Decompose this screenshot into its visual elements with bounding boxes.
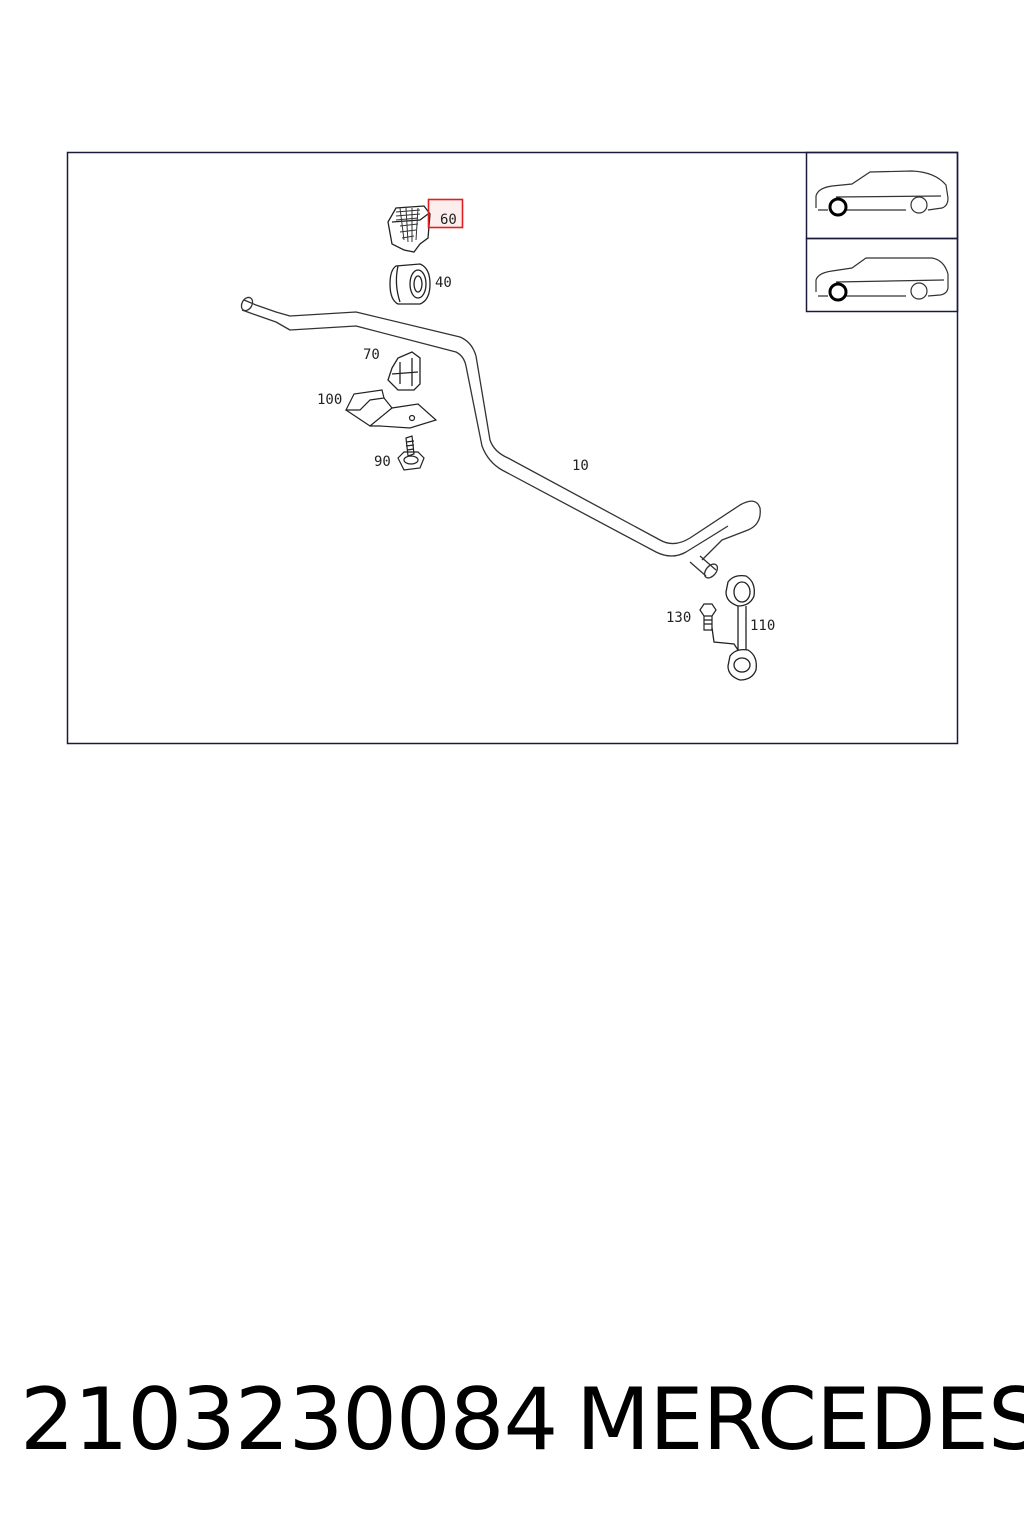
bushing-clamp-part[interactable] xyxy=(387,205,431,253)
rubber-bushing-part[interactable] xyxy=(389,263,431,305)
stabilizer-bar[interactable] xyxy=(239,295,761,580)
estate-icon[interactable] xyxy=(815,257,949,300)
bracket-part[interactable] xyxy=(345,389,438,429)
part-footer: 2103230084 MERCEDES xyxy=(0,1365,1024,1475)
callout-40[interactable]: 40 xyxy=(435,275,452,291)
parts-diagram: 10 40 70 100 90 130 110 60 xyxy=(66,151,959,745)
callout-130[interactable]: 130 xyxy=(666,610,691,626)
callout-10[interactable]: 10 xyxy=(572,458,589,474)
coupling-link-part[interactable] xyxy=(711,574,757,681)
highlight-box xyxy=(427,198,464,229)
callout-110[interactable]: 110 xyxy=(750,618,775,634)
front-axle-marker xyxy=(828,197,848,217)
vehicle-selector[interactable] xyxy=(805,151,959,313)
clip-part[interactable] xyxy=(387,351,421,391)
callout-90[interactable]: 90 xyxy=(374,454,391,470)
callout-100[interactable]: 100 xyxy=(317,392,342,408)
part-number: 2103230084 xyxy=(20,1370,558,1470)
front-axle-marker-estate xyxy=(828,282,848,302)
callout-60[interactable]: 60 xyxy=(440,212,457,228)
bolt-part[interactable] xyxy=(397,435,425,471)
sedan-icon[interactable] xyxy=(815,170,949,214)
brand-name: MERCEDES xyxy=(576,1370,1024,1470)
nut-part[interactable] xyxy=(699,603,717,631)
callout-70[interactable]: 70 xyxy=(363,347,380,363)
diagram-frame xyxy=(66,151,959,745)
